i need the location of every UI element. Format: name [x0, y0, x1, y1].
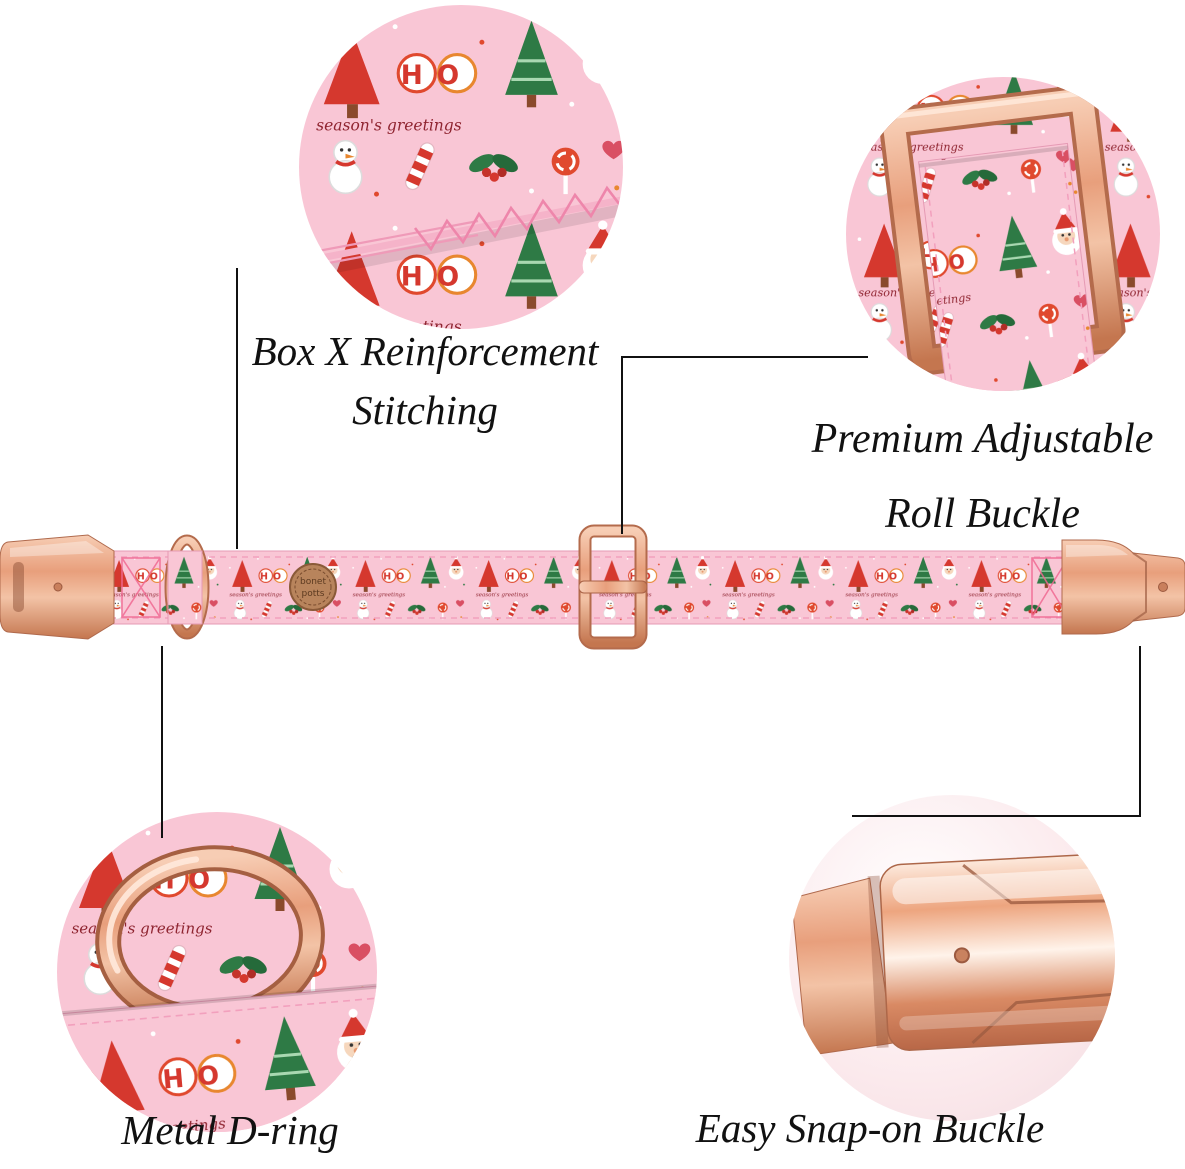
d-ring-detail-circle [57, 812, 377, 1132]
stitching-label-line2: Stitching [352, 387, 498, 434]
left-snap-buckle-female [0, 534, 115, 640]
right-snap-buckle-male [1061, 539, 1185, 635]
snap-buckle-side-wing [791, 877, 893, 1057]
collar: bonet potts [0, 524, 1185, 650]
fabric-through-buckle [918, 142, 1099, 391]
snap-buckle-detail-circle [789, 795, 1115, 1121]
roll-buckle-label-line1: Premium Adjustable [811, 416, 1154, 462]
stitching-label-line1: Box X Reinforcement [251, 328, 599, 374]
box-x-stitching-left [121, 557, 161, 618]
roll-buckle-detail-circle [846, 77, 1160, 391]
roll-buckle-label: Premium Adjustable Roll Buckle [780, 402, 1185, 552]
d-ring-label: Metal D-ring [121, 1107, 339, 1153]
connector-roll-buckle [621, 356, 868, 534]
stitching-detail-circle [299, 5, 623, 329]
brand-tag: bonet potts [289, 563, 337, 611]
brand-tag-text-top: bonet [300, 577, 326, 587]
stitching-label: Box X Reinforcement Stitching [215, 322, 635, 441]
seam-with-zigzag-stitching [299, 181, 623, 280]
brand-tag-text-bottom: potts [302, 589, 325, 599]
callout-connector-lines [161, 268, 1141, 838]
connector-snap-buckle [852, 646, 1141, 817]
d-ring-fabric-loop [167, 550, 203, 625]
snap-buckle-label: Easy Snap-on Buckle [695, 1105, 1045, 1151]
roll-buckle-label-line2: Roll Buckle [885, 490, 1080, 537]
buckle-rivet [953, 947, 970, 964]
collar-roll-buckle [578, 524, 648, 650]
